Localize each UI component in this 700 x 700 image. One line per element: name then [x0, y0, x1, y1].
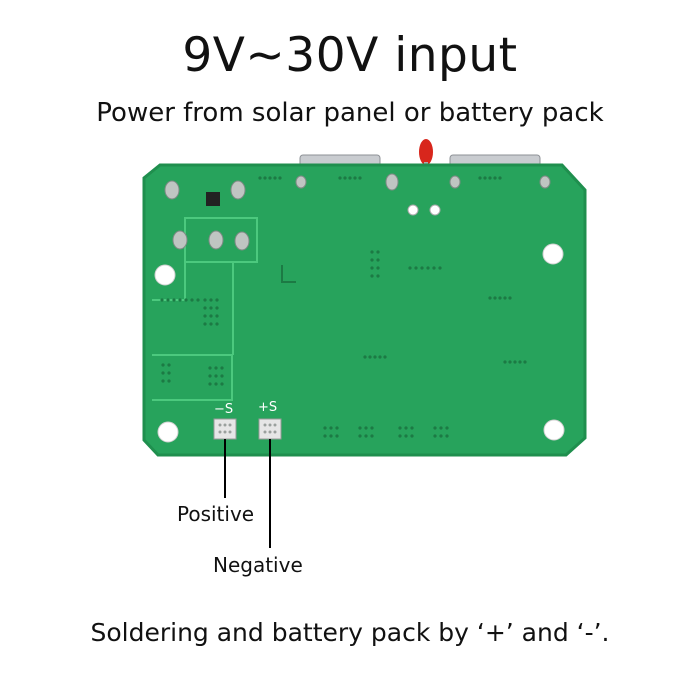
pcb-body: [142, 163, 587, 457]
callout-positive: Positive: [177, 502, 255, 526]
via-hole: [407, 204, 419, 216]
footer-note: Soldering and battery pack by ‘+’ and ‘-…: [90, 618, 610, 647]
mount-hole: [157, 421, 179, 443]
pad-plus-label: +S: [258, 400, 277, 415]
callout-negative: Negative: [213, 553, 303, 577]
pad-positive: [258, 418, 282, 440]
trace-mark: [281, 265, 296, 283]
page-subtitle: Power from solar panel or battery pack: [96, 98, 604, 128]
silkscreen-box: [184, 217, 258, 263]
mount-hole: [542, 243, 564, 265]
led-indicator: [419, 139, 433, 165]
pad-minus-label: −S: [214, 402, 233, 417]
page-title: 9V~30V input: [182, 28, 518, 83]
via-clusters: [160, 176, 527, 438]
silkscreen-line-2: [152, 354, 233, 401]
ic-chip: [206, 192, 220, 206]
pad-dots: [218, 423, 277, 434]
pad-negative: [213, 418, 237, 440]
solder-joints: [164, 173, 551, 251]
mount-hole: [543, 419, 565, 441]
mount-hole: [154, 264, 176, 286]
via-hole: [429, 204, 441, 216]
